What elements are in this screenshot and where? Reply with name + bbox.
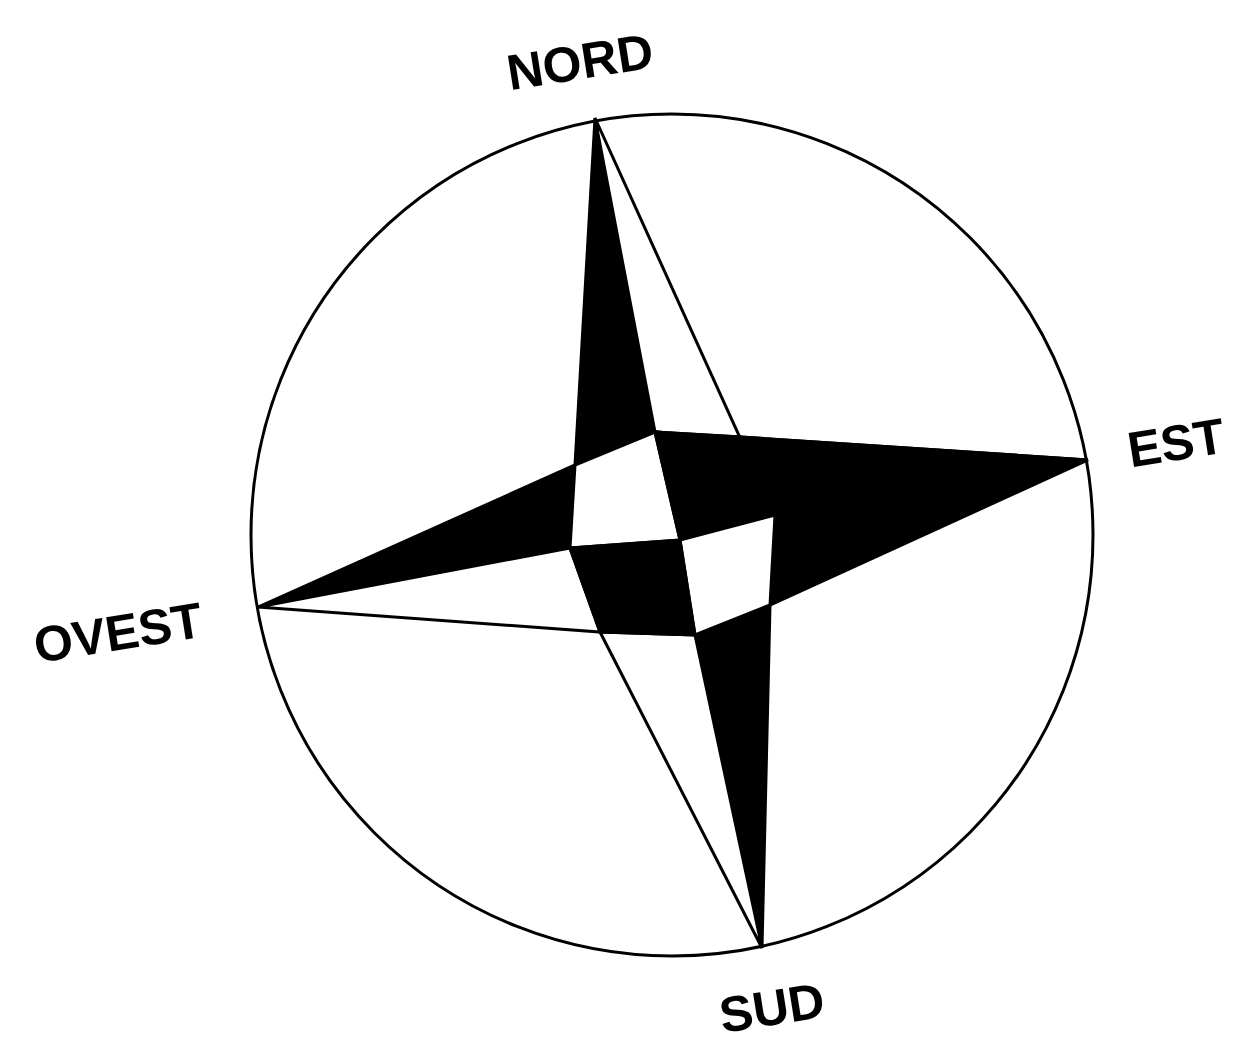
direction-label: SUD — [716, 975, 828, 1041]
compass-circle — [251, 114, 1093, 956]
direction-label: NORD — [503, 26, 656, 98]
direction-label: OVEST — [30, 595, 205, 671]
compass-star — [258, 118, 1088, 948]
direction-label: EST — [1124, 411, 1228, 476]
